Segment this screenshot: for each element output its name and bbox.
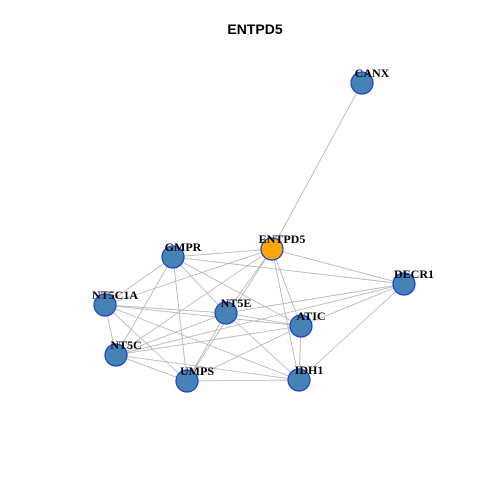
node-umps <box>175 369 199 393</box>
node-label-atic: ATIC <box>296 309 325 323</box>
edge-gmpr-nt5c1a <box>104 256 174 306</box>
edge-umps-idh1 <box>186 379 300 382</box>
edge-gmpr-nt5e <box>172 256 227 314</box>
node-nt5c1a <box>93 293 117 317</box>
edge-entpd5-nt5e <box>225 248 273 314</box>
edge-gmpr-decr1 <box>172 256 405 285</box>
node-label-decr1: DECR1 <box>394 267 434 281</box>
node-decr1 <box>392 272 416 296</box>
edge-nt5e-idh1 <box>225 312 300 381</box>
node-label-entpd5: ENTPD5 <box>259 232 306 246</box>
edge-gmpr-umps <box>172 256 188 382</box>
edge-nt5e-nt5c <box>115 312 227 356</box>
edge-entpd5-nt5c1a <box>104 248 273 306</box>
graph-title: ENTPD5 <box>227 21 283 37</box>
node-atic <box>289 314 313 338</box>
edge-canx-entpd5 <box>271 82 363 250</box>
edge-nt5e-atic <box>225 312 302 327</box>
edge-nt5c1a-idh1 <box>104 304 300 381</box>
edge-decr1-atic <box>300 283 405 327</box>
edge-entpd5-idh1 <box>271 248 300 381</box>
edge-entpd5-gmpr <box>172 248 273 258</box>
edge-atic-nt5c <box>115 325 302 356</box>
node-label-canx: CANX <box>355 66 390 80</box>
node-idh1 <box>287 368 311 392</box>
edge-nt5c1a-atic <box>104 304 302 327</box>
node-canx <box>350 71 374 95</box>
nodes-layer <box>93 71 416 393</box>
edge-entpd5-decr1 <box>271 248 405 285</box>
edge-atic-umps <box>186 325 302 382</box>
node-label-gmpr: GMPR <box>165 240 202 254</box>
node-entpd5 <box>260 237 284 261</box>
node-label-idh1: IDH1 <box>295 363 324 377</box>
edge-decr1-nt5c <box>115 283 405 356</box>
edge-nt5c-umps <box>115 354 188 382</box>
edge-nt5e-decr1 <box>225 283 405 314</box>
node-label-nt5e: NT5E <box>221 296 252 310</box>
node-nt5c <box>104 343 128 367</box>
edge-entpd5-nt5c <box>115 248 273 356</box>
edge-entpd5-atic <box>271 248 302 327</box>
edge-nt5e-umps <box>186 312 227 382</box>
edge-nt5c-idh1 <box>115 354 300 381</box>
edge-nt5c1a-nt5e <box>104 304 227 314</box>
edge-decr1-idh1 <box>298 283 405 381</box>
node-label-umps: UMPS <box>180 364 214 378</box>
edge-gmpr-nt5c <box>115 256 174 356</box>
node-label-nt5c1a: NT5C1A <box>92 288 138 302</box>
edges-layer <box>104 82 405 382</box>
node-nt5e <box>214 301 238 325</box>
edge-nt5c1a-umps <box>104 304 188 382</box>
node-label-nt5c: NT5C <box>110 338 141 352</box>
node-gmpr <box>161 245 185 269</box>
